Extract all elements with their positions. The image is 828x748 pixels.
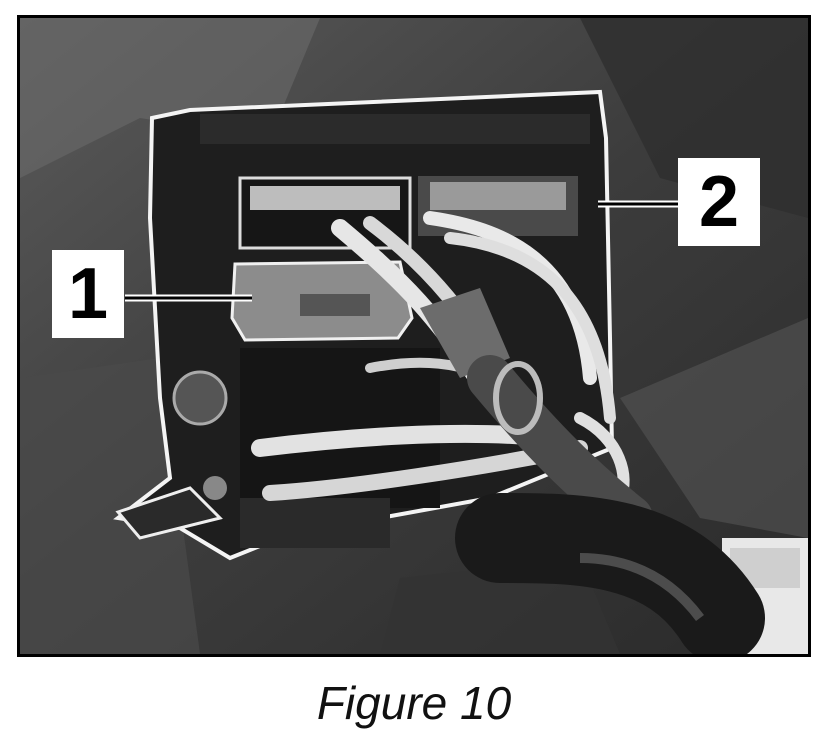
callout-1-label: 1 [52,250,124,338]
figure-caption: Figure 10 [316,677,512,729]
callout-2-label: 2 [678,158,760,246]
connector-photo [17,15,811,657]
connector-photo-drawing [20,18,808,654]
